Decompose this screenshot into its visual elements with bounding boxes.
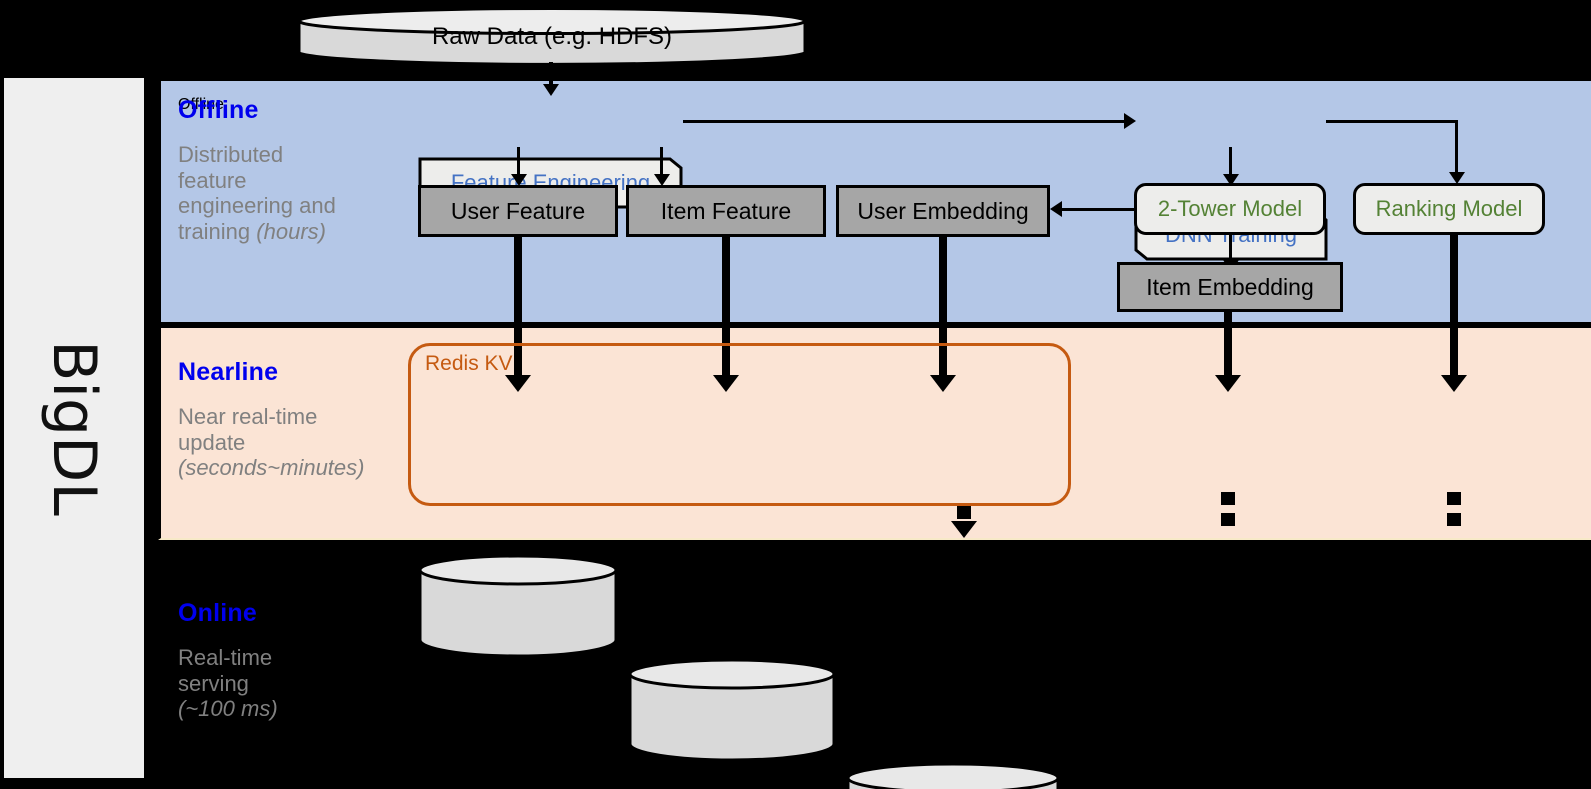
ranking-model-label: Ranking Model <box>1375 196 1523 222</box>
pipe-rankingmodel-to-models <box>1450 235 1458 382</box>
dash-vectorindex-2 <box>1221 513 1235 526</box>
pipe-itemembedding-head <box>1215 375 1241 392</box>
arrow-rawdata-to-fe-line <box>549 62 553 88</box>
user-feature-node[interactable]: User Feature <box>418 185 618 237</box>
redis-kv-label: Redis KV <box>425 352 513 375</box>
edge-dnn-to-ranking-h <box>1326 120 1458 123</box>
pipe-itemfeature-head <box>713 375 739 392</box>
store-cylinder-user-feature[interactable] <box>418 554 618 658</box>
raw-data-label: Raw Data (e.g. HDFS) <box>431 23 673 50</box>
user-embedding-node[interactable]: User Embedding <box>836 185 1050 237</box>
offline-subtitle-l3: engineering and <box>178 193 336 219</box>
edge-fe-to-dnn-line <box>683 120 1126 123</box>
pipe-itemembedding-to-vectorindex <box>1224 312 1232 382</box>
offline-subtitle: Distributed feature engineering and trai… <box>178 142 408 245</box>
framework-rail-label: BigDL <box>4 78 144 778</box>
pipe-itemfeature-to-store2 <box>722 237 730 382</box>
dash-vectorindex-1 <box>1221 492 1235 505</box>
online-subtitle-l1: Real-time <box>178 645 273 670</box>
offline-subtitle-l2: feature <box>178 167 247 193</box>
edge-dnn-to-twotower-line <box>1229 147 1232 177</box>
store-cylinder-1-shape <box>418 554 618 658</box>
pipe-userembedding-head <box>930 375 956 392</box>
pipe-userfeature-head <box>505 375 531 392</box>
offline-subtitle-italic: (hours) <box>256 219 326 245</box>
user-feature-label: User Feature <box>450 197 586 224</box>
two-tower-model-label: 2-Tower Model <box>1157 196 1303 222</box>
store-cylinder-3-shape <box>846 762 1060 789</box>
two-tower-model-node[interactable]: 2-Tower Model <box>1134 183 1326 235</box>
store-cylinder-user-embedding[interactable] <box>846 762 1060 789</box>
pipe-rankingmodel-head <box>1441 375 1467 392</box>
user-embedding-label: User Embedding <box>857 197 1029 224</box>
nearline-subtitle-italic: (seconds~minutes) <box>178 455 365 481</box>
item-feature-label: Item Feature <box>660 197 792 224</box>
online-band <box>158 543 1591 789</box>
dash-redis-to-featureservice-1 <box>957 506 971 519</box>
dash-redis-to-featureservice-head <box>951 521 977 538</box>
store-cylinder-2-shape <box>628 658 836 762</box>
pipe-userfeature-to-store1 <box>514 237 522 382</box>
nearline-subtitle-l1: Near real-time <box>178 404 318 429</box>
offline-subtitle-l4: training <box>178 219 257 245</box>
offline-subtitle-l1: Distributed <box>178 142 284 167</box>
item-feature-node[interactable]: Item Feature <box>626 185 826 237</box>
store-cylinder-2-label <box>628 658 836 762</box>
online-subtitle-italic: (~100 ms) <box>178 696 278 722</box>
edge-fe-to-userfeature-head <box>511 174 527 186</box>
edge-fe-to-itemfeature-head <box>654 174 670 186</box>
edge-dnn-to-ranking-v <box>1455 120 1458 176</box>
item-embedding-label: Item Embedding <box>1146 273 1314 300</box>
edge-fe-to-dnn-head <box>1124 113 1136 129</box>
store-cylinder-3-label <box>846 762 1060 789</box>
online-subtitle: Real-time serving (~100 ms) <box>178 645 408 722</box>
store-cylinder-item-feature[interactable] <box>628 658 836 762</box>
framework-rail: BigDL <box>4 78 144 778</box>
nearline-subtitle: Near real-time update (seconds~minutes) <box>178 404 408 481</box>
edge-fe-to-itemfeature-line <box>660 147 663 177</box>
edge-twotower-to-userembedding-head <box>1050 201 1062 217</box>
edge-fe-to-userfeature-line <box>517 147 520 177</box>
item-embedding-node[interactable]: Item Embedding <box>1117 262 1343 312</box>
dash-models-1 <box>1447 492 1461 505</box>
arrow-rawdata-to-fe-head <box>543 84 559 96</box>
edge-dnn-to-ranking-head <box>1449 172 1465 184</box>
nearline-title: Nearline <box>178 358 279 386</box>
ranking-model-node[interactable]: Ranking Model <box>1353 183 1545 235</box>
raw-data-cylinder: Raw Data (e.g. HDFS) <box>297 6 807 68</box>
redis-kv-group <box>408 343 1071 506</box>
offline-title: Offline <box>178 96 224 113</box>
pipe-userembedding-to-store3 <box>939 237 947 382</box>
edge-twotower-to-itemembedding-line <box>1229 235 1232 263</box>
nearline-subtitle-l2: update <box>178 429 246 455</box>
dash-models-2 <box>1447 513 1461 526</box>
offline-title-text: Offline <box>178 96 259 124</box>
store-cylinder-1-label <box>418 554 618 658</box>
online-title: Online <box>178 599 257 627</box>
edge-twotower-to-userembedding-line <box>1062 208 1134 211</box>
raw-data-cylinder-shape <box>297 7 807 66</box>
online-subtitle-l2: serving <box>178 670 249 696</box>
framework-name: BigDL <box>39 340 110 516</box>
